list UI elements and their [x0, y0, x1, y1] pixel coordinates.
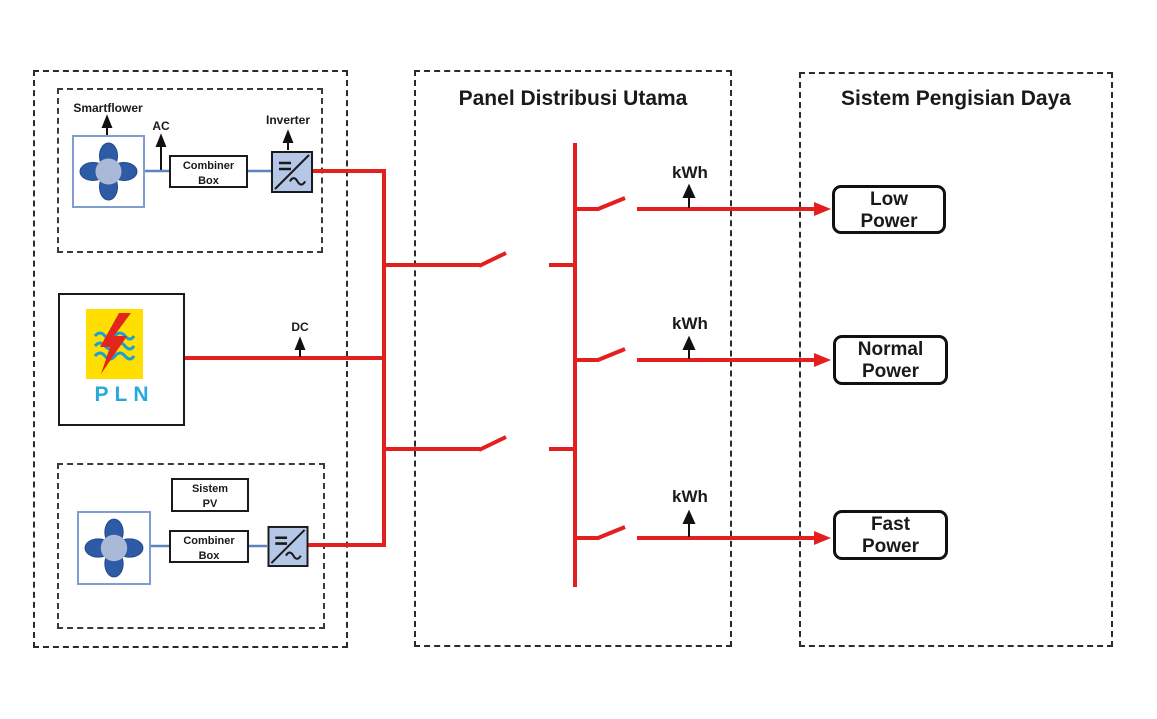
combiner-box-top: Combiner Box [169, 155, 248, 188]
smartflower-label: Smartflower [73, 101, 143, 115]
combiner-box-bottom: Combiner Box [169, 530, 249, 563]
normal-power-box: Normal Power [833, 335, 948, 385]
pv-array-icon-box [77, 511, 151, 585]
pln-bolt-waves-icon [93, 313, 136, 374]
combiner-box-bottom-line2: Box [198, 549, 220, 562]
normal-power-line1: Normal [857, 339, 924, 360]
dc-label: DC [291, 320, 309, 334]
pln-yellow-square [86, 309, 143, 379]
inverter-box-top [271, 151, 313, 193]
meter-label-normal: kWh [672, 314, 708, 333]
pv-system-label-box: Sistem PV [171, 478, 249, 512]
smartflower-icon-box [72, 135, 145, 208]
charging-panel-title: Sistem Pengisian Daya [841, 87, 1071, 110]
pln-logo-text: PLN [94, 383, 155, 406]
low-power-line2: Power [860, 211, 918, 233]
combiner-box-bottom-line1: Combiner [183, 535, 235, 547]
fast-power-line1: Fast [870, 514, 911, 535]
low-power-line1: Low [870, 189, 908, 210]
inverter-symbol-icon [267, 526, 309, 567]
normal-power-line2: Power [861, 361, 920, 383]
fast-power-box: Fast Power [833, 510, 948, 560]
low-power-box: Low Power [832, 185, 946, 234]
combiner-box-top-line1: Combiner [182, 160, 235, 172]
distribution-panel-title: Panel Distribusi Utama [458, 87, 688, 110]
inverter-box-bottom [267, 526, 309, 567]
meter-label-low: kWh [672, 163, 708, 182]
pv-system-label-line2: PV [202, 497, 218, 510]
inverter-label: Inverter [265, 113, 311, 127]
fast-power-line2: Power [861, 536, 920, 558]
pv-array-icon [84, 518, 144, 578]
meter-label-fast: kWh [672, 487, 708, 506]
distribution-panel-frame [414, 70, 732, 647]
pln-logo-box: PLN [58, 293, 185, 426]
ac-label: AC [152, 119, 170, 133]
pv-system-label-line1: Sistem [191, 483, 229, 495]
smartflower-icon [79, 142, 138, 201]
combiner-box-top-line2: Box [198, 174, 219, 187]
inverter-symbol-icon [271, 151, 313, 193]
